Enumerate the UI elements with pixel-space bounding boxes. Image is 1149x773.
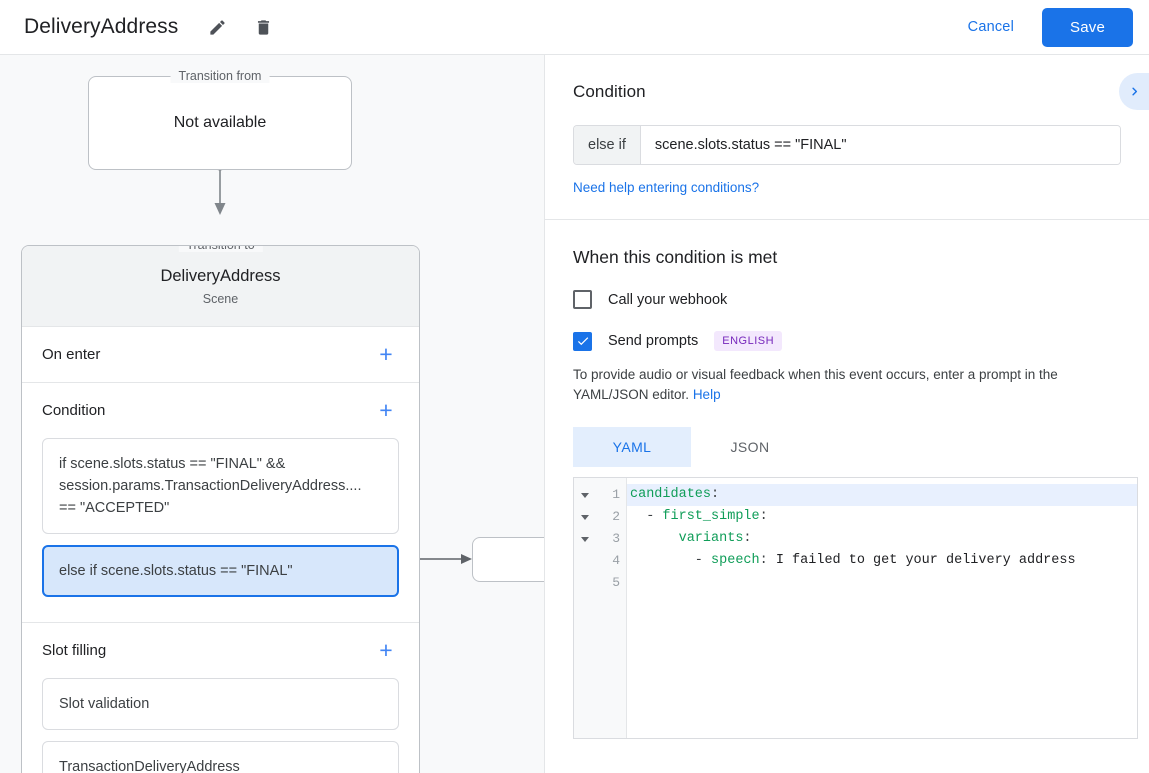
editor-code-line[interactable]: candidates:: [627, 484, 1137, 506]
condition-expression-input[interactable]: [640, 126, 1120, 164]
page-title: DeliveryAddress: [24, 15, 179, 38]
node-transition-from-title: Not available: [173, 114, 267, 131]
condition-row: else if: [573, 125, 1121, 165]
editor-format-tabs: YAML JSON: [573, 427, 1121, 467]
chevron-right-icon-glyph: [1131, 87, 1137, 96]
graph-canvas[interactable]: Transition from Not available Transition…: [0, 55, 545, 773]
node-item[interactable]: Slot validation: [42, 678, 399, 730]
node-transition-from-body: Not available: [89, 77, 351, 169]
editor-code-line[interactable]: - speech: I failed to get your delivery …: [627, 550, 1137, 572]
chevron-right-icon[interactable]: [1119, 73, 1149, 110]
node-transition-from-legend: Transition from: [170, 69, 270, 83]
add-item-button[interactable]: +: [373, 638, 399, 664]
trash-icon-glyph: [257, 19, 269, 35]
condition-prefix-label: else if: [574, 126, 641, 164]
tab-json[interactable]: JSON: [730, 439, 770, 455]
code-editor[interactable]: 1 2 3 4 5 candidates: - first_simple: varian…: [573, 477, 1138, 739]
condition-heading: Condition: [573, 82, 646, 101]
tab-yaml[interactable]: YAML: [573, 427, 691, 467]
send-prompts-checkbox[interactable]: [573, 331, 592, 351]
editor-code-area[interactable]: candidates: - first_simple: variants: - …: [627, 478, 1137, 738]
editor-fold-slot[interactable]: [581, 506, 589, 528]
code-token: -: [630, 509, 663, 524]
when-condition-met-block: When this condition is met Call your web…: [545, 220, 1149, 739]
cancel-button[interactable]: Cancel: [952, 10, 1030, 44]
node-item[interactable]: if scene.slots.status == "FINAL" && sess…: [42, 438, 399, 534]
code-token: speech: [711, 553, 760, 568]
code-token: :: [743, 531, 752, 546]
node-section: On enter +: [22, 327, 419, 383]
code-token: first_simple: [662, 509, 760, 524]
add-item-button[interactable]: +: [373, 342, 399, 368]
editor-line-number: 2: [612, 509, 620, 524]
node-section-title: Condition: [42, 402, 106, 419]
trash-icon[interactable]: [246, 10, 280, 44]
pencil-icon[interactable]: [200, 10, 234, 44]
fold-triangle-icon[interactable]: [581, 536, 589, 542]
node-item[interactable]: TransactionDeliveryAddress: [42, 741, 399, 773]
editor-line-number: 4: [612, 553, 620, 568]
top-app-bar: DeliveryAddress Cancel Save: [0, 0, 1149, 55]
add-item-button[interactable]: +: [373, 398, 399, 424]
node-transition-from[interactable]: Transition from Not available: [88, 69, 352, 170]
code-token: :: [711, 487, 720, 502]
code-token: [630, 531, 679, 546]
code-token: :: [759, 553, 768, 568]
editor-fold-slot[interactable]: [581, 528, 589, 550]
node-transition-to-name: DeliveryAddress: [160, 267, 281, 285]
node-transition-to-header: DeliveryAddress Scene: [22, 246, 419, 327]
node-section-title: Slot filling: [42, 642, 107, 659]
prompts-helper-text: To provide audio or visual feedback when…: [573, 365, 1121, 405]
condition-block: Condition else if Need help entering con…: [545, 55, 1149, 219]
send-prompts-label: Send prompts: [608, 333, 699, 349]
call-webhook-label: Call your webhook: [608, 291, 728, 308]
webhook-row[interactable]: Call your webhook: [573, 290, 1121, 309]
editor-code-line[interactable]: [627, 572, 1137, 594]
send-prompts-row[interactable]: Send prompts ENGLISH: [573, 331, 1121, 351]
node-transition-target-partial[interactable]: [472, 537, 544, 582]
node-transition-to[interactable]: Transition to DeliveryAddress Scene On e…: [21, 245, 420, 773]
when-condition-met-heading: When this condition is met: [573, 247, 778, 267]
node-item-selected[interactable]: else if scene.slots.status == "FINAL": [42, 545, 399, 597]
code-token: -: [630, 553, 712, 568]
node-section-header: Slot filling +: [42, 623, 399, 678]
node-section-title: On enter: [42, 346, 101, 363]
code-token: :: [759, 509, 768, 524]
editor-fold-column: [574, 478, 596, 738]
code-token: variants: [678, 531, 744, 546]
editor-code-line[interactable]: - first_simple:: [627, 506, 1137, 528]
node-section-header: Condition +: [42, 383, 399, 438]
details-panel: Condition else if Need help entering con…: [545, 55, 1149, 773]
fold-triangle-icon[interactable]: [581, 492, 589, 498]
save-button[interactable]: Save: [1042, 7, 1133, 47]
body-split: Transition from Not available Transition…: [0, 55, 1149, 773]
call-webhook-checkbox[interactable]: [573, 290, 592, 309]
panel-divider: [545, 219, 1149, 220]
editor-code-line[interactable]: variants:: [627, 528, 1137, 550]
connector-arrow-right: [461, 554, 472, 564]
editor-line-number: 1: [612, 487, 620, 502]
node-transition-to-subtitle: Scene: [202, 292, 239, 306]
node-section-header: On enter +: [42, 327, 399, 382]
prompts-help-link[interactable]: Help: [692, 387, 721, 402]
node-section: Condition + if scene.slots.status == "FINA…: [22, 383, 419, 623]
node-sections: On enter + Condition + if scene.slots.status…: [22, 327, 419, 773]
code-token: I failed to get your delivery address: [767, 553, 1076, 568]
editor-fold-slot[interactable]: [581, 484, 589, 506]
checkmark-icon: [577, 337, 588, 346]
language-badge: ENGLISH: [714, 331, 783, 351]
condition-help-link[interactable]: Need help entering conditions?: [573, 180, 760, 195]
editor-line-number: 3: [612, 531, 620, 546]
editor-line-number: 5: [612, 575, 620, 590]
code-token: candidates: [630, 487, 712, 502]
fold-triangle-icon[interactable]: [581, 514, 589, 520]
node-transition-to-legend: Transition to: [178, 246, 263, 252]
editor-line-numbers: 1 2 3 4 5: [596, 478, 627, 738]
prompts-helper-sentence: To provide audio or visual feedback when…: [573, 367, 1058, 402]
connector-arrow-down: [214, 203, 226, 215]
pencil-icon-glyph: [210, 19, 225, 35]
